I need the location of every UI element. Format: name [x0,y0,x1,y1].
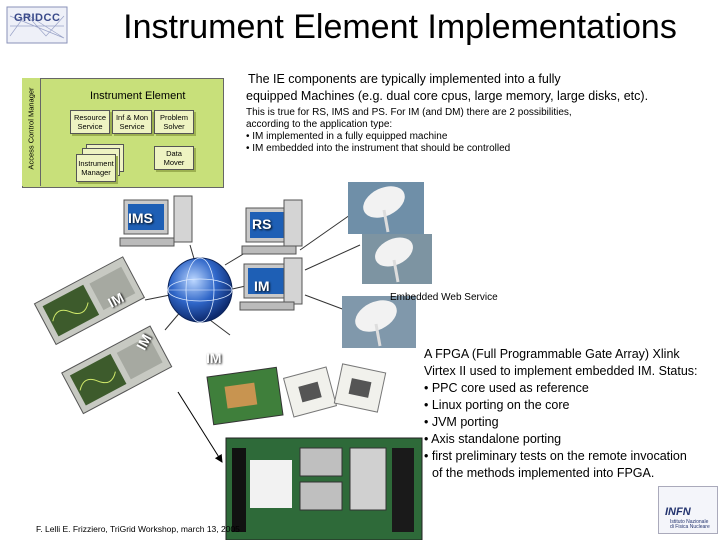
resource-service-box: Resource Service [70,110,110,134]
desc-line-1: This is true for RS, IMS and PS. For IM … [246,107,572,118]
fpga-line: of the methods implemented into FPGA. [432,466,655,480]
fpga-line: • Linux porting on the core [424,398,570,412]
embedded-web-service-label: Embedded Web Service [390,292,498,303]
rs-workstation-icon [241,199,303,255]
desc-line-3: • IM implemented in a fully equipped mac… [246,131,448,142]
ims-workstation-icon [119,195,193,247]
infn-logo-subtitle: Istituto Nazionale di Fisica Nucleare [670,520,710,530]
fpga-line: A FPGA (Full Programmable Gate Array) Xl… [424,347,680,361]
fpga-chip-icon-1 [282,366,338,418]
slide-title: Instrument Element Implementations [123,8,677,46]
infn-logo [658,486,718,534]
satellite-dish-icon-2 [362,234,432,284]
ims-label: IMS [128,210,153,226]
rs-label: RS [252,216,272,232]
infn-sub-line-1: Istituto Nazionale [670,519,709,525]
instrument-manager-box: Instrument Manager [76,154,116,182]
im-server-label: IM [254,278,270,294]
intro-line-1: The IE components are typically implemen… [248,72,561,86]
satellite-dish-icon-3 [342,296,416,348]
instrument-element-label: Instrument Element [90,90,186,102]
data-mover-box: Data Mover [154,146,194,170]
gridcc-logo-text: GRIDCC [14,12,61,24]
gridcc-logo [6,6,68,44]
im-fpga-label: IM [206,350,222,366]
info-mon-service-box: Inf & Mon Service [112,110,152,134]
im-workstation-icon [239,257,303,311]
internet-globe-icon [167,257,233,323]
oscilloscope-icon-1 [33,256,146,346]
fpga-line: • PPC core used as reference [424,381,589,395]
access-control-manager: Access Control Manager [22,78,41,186]
fpga-line: • Axis standalone porting [424,432,562,446]
infn-sub-line-2: di Fisica Nucleare [670,524,710,530]
fpga-description: A FPGA (Full Programmable Gate Array) Xl… [424,346,720,482]
fpga-line: • first preliminary tests on the remote … [424,449,687,463]
fpga-line: Virtex II used to implement embedded IM.… [424,364,698,378]
infn-logo-text: INFN [665,506,691,518]
fpga-line: • JVM porting [424,415,499,429]
oscilloscope-icon-2 [61,325,173,415]
fpga-board-icon [225,437,423,540]
intro-line-2: equipped Machines (e.g. dual core cpus, … [246,89,649,103]
desc-line-4: • IM embedded into the instrument that s… [246,143,511,154]
satellite-dish-icon-1 [348,182,424,234]
fpga-chip-icon-2 [333,363,387,413]
problem-solver-box: Problem Solver [154,110,194,134]
dev-board-icon [206,366,284,426]
desc-line-2: according to the application type: [246,119,393,130]
footer-credit: F. Lelli E. Frizziero, TriGrid Workshop,… [36,524,240,534]
